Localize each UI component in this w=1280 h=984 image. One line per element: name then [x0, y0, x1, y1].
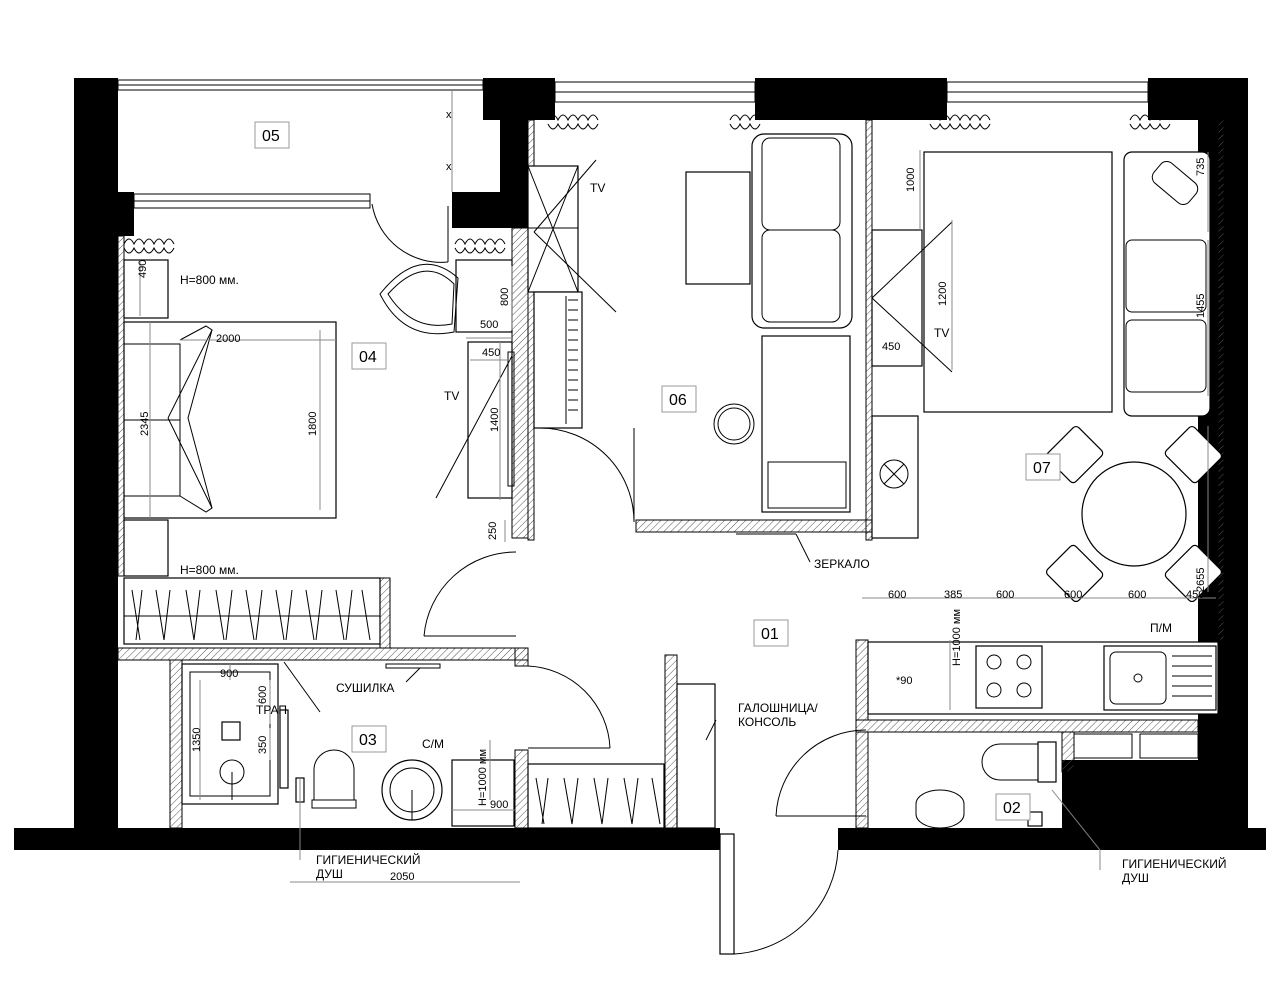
- dim-350: 350: [257, 736, 269, 754]
- room-06-tag: 06: [661, 385, 697, 413]
- dim-600-b: 600: [996, 589, 1014, 601]
- dim-900-washer: 900: [490, 799, 508, 811]
- dim-450-kitchen: 450: [1186, 589, 1204, 601]
- room-02-label: 02: [1003, 800, 1021, 817]
- tv-label-room06: TV: [590, 181, 605, 195]
- room-01-tag: 01: [753, 619, 789, 647]
- shoe-rack-label-1: ГАЛОШНИЦА/: [738, 701, 818, 715]
- dim-600-a: 600: [888, 589, 906, 601]
- dim-600-shower: 600: [257, 686, 269, 704]
- dim-2000: 2000: [216, 333, 240, 345]
- washer-label: С/М: [422, 737, 444, 751]
- living-furniture: [862, 151, 1223, 715]
- hygiene-shower-right-1: ГИГИЕНИЧЕСКИЙ: [1122, 856, 1226, 871]
- room-06-label: 06: [669, 392, 687, 409]
- room-04-tag: 04: [351, 342, 387, 370]
- svg-text:x: x: [446, 109, 452, 121]
- room-07-label: 07: [1033, 460, 1051, 477]
- dim-500: 500: [480, 319, 498, 331]
- dim-1455: 1455: [1195, 294, 1207, 318]
- dim-1400: 1400: [489, 408, 501, 432]
- dim-900-shower: 900: [220, 668, 238, 680]
- hygiene-shower-left-2: ДУШ: [316, 867, 343, 881]
- dim-250: 250: [487, 522, 499, 540]
- dim-735: 735: [1195, 158, 1207, 176]
- height-note-bottom: H=800 мм.: [180, 563, 239, 577]
- room-01-label: 01: [761, 626, 779, 643]
- dim-800: 800: [499, 288, 511, 306]
- mirror-label: ЗЕРКАЛО: [814, 557, 870, 571]
- shoe-rack-label-2: КОНСОЛЬ: [738, 715, 796, 729]
- dim-450-tv: 450: [482, 347, 500, 359]
- room-07-tag: 07: [1025, 453, 1061, 481]
- dim-385: 385: [944, 589, 962, 601]
- dim-1800: 1800: [307, 412, 319, 436]
- balcony-dims: x x: [446, 90, 453, 192]
- dryer-label: СУШИЛКА: [336, 681, 394, 695]
- dim-600-d: 600: [1128, 589, 1146, 601]
- room-05-label: 05: [262, 128, 280, 145]
- tv-label-room07: TV: [934, 326, 949, 340]
- room-02-tag: 02: [995, 793, 1031, 821]
- tv-label-room04: TV: [444, 389, 459, 403]
- hygiene-shower-left-1: ГИГИЕНИЧЕСКИЙ: [316, 852, 420, 867]
- dim-2345: 2345: [139, 412, 151, 436]
- windows: [117, 79, 1149, 209]
- hygiene-shower-right-2: ДУШ: [1122, 871, 1149, 885]
- room-05-tag: 05: [254, 121, 290, 149]
- washer-height-label: H=1000 мм: [477, 749, 489, 806]
- dimension-lines: [139, 150, 1209, 883]
- dim-1200: 1200: [937, 282, 949, 306]
- dishwasher-label: П/М: [1150, 621, 1172, 635]
- room-03-tag: 03: [351, 725, 387, 753]
- drain-label: ТРАП: [256, 703, 287, 717]
- curtains: [123, 114, 1171, 254]
- dim-600-c: 600: [1064, 589, 1082, 601]
- dim-490: 490: [137, 260, 149, 278]
- bedroom-furniture: [123, 203, 515, 645]
- dim-450-living: 450: [882, 341, 900, 353]
- hallway-furniture: [423, 551, 867, 955]
- svg-text:x: x: [446, 161, 452, 173]
- dim-1350: 1350: [191, 728, 203, 752]
- height-note-top: H=800 мм.: [180, 273, 239, 287]
- dim-2050: 2050: [390, 871, 414, 883]
- office-furniture: [527, 133, 853, 563]
- room-04-label: 04: [359, 349, 377, 366]
- kitchen-height-label: H=1000 мм: [951, 609, 963, 666]
- star90-label: *90: [896, 675, 913, 687]
- interior-walls: [117, 119, 1225, 829]
- room-03-label: 03: [359, 732, 377, 749]
- dim-2655: 2655: [1195, 568, 1207, 592]
- dim-1000: 1000: [905, 168, 917, 192]
